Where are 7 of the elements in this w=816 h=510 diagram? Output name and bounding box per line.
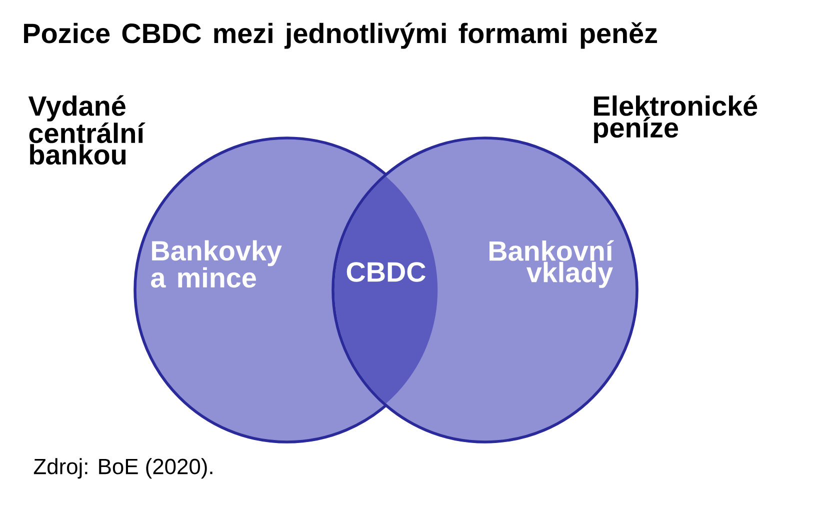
circle-heading: Elektronické peníze — [594, 95, 758, 144]
title: Pozice CBDC mezi jednotlivými formami peněz — [24, 22, 657, 49]
circle-label: Bankovní vklady — [490, 240, 614, 288]
circle-label: Bankovky a mince — [151, 240, 282, 288]
overlap-label: CBDC — [346, 262, 426, 282]
circle-heading: Vydané centrální bankou — [28, 95, 146, 165]
source-note: Zdroj: BoE (2020). — [34, 458, 212, 479]
